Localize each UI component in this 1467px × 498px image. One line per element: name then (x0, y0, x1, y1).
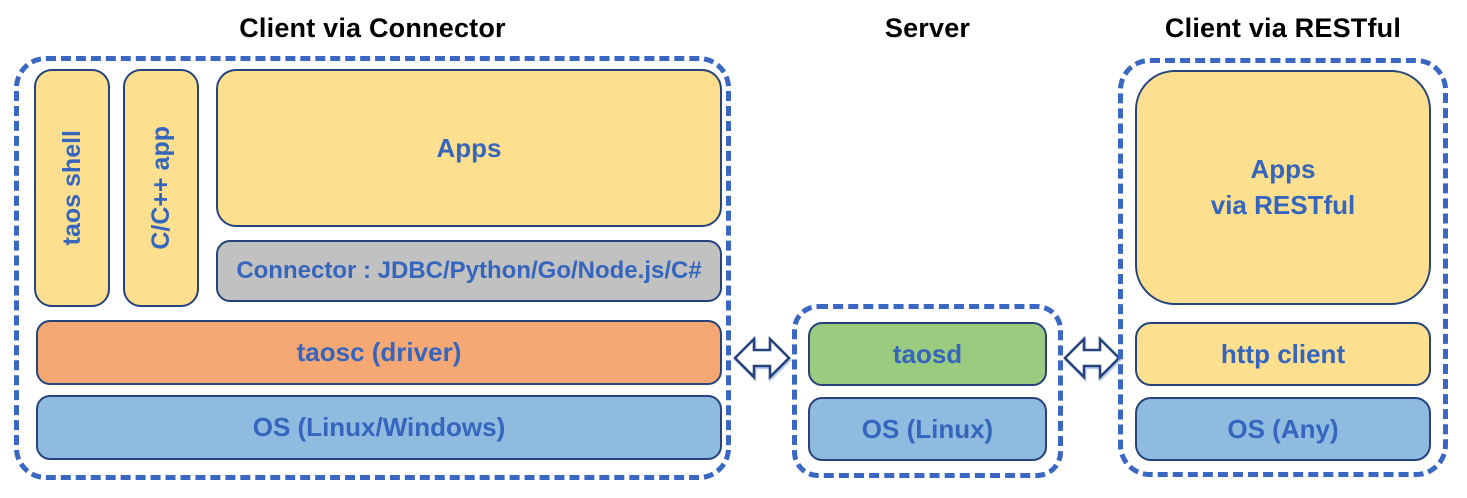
cpp-app-box: C/C++ app (123, 69, 199, 307)
connector-label: Connector : JDBC/Python/Go/Node.js/C# (236, 257, 702, 284)
os-linux-windows-label: OS (Linux/Windows) (252, 412, 506, 442)
server-group (792, 304, 1063, 478)
bidirectional-arrow-icon-left (733, 335, 791, 381)
apps-via-restful-box: Apps via RESTful (1135, 70, 1431, 305)
taosc-driver-label: taosc (driver) (296, 337, 462, 367)
taos-shell-label: taos shell (57, 130, 86, 246)
os-linux-box: OS (Linux) (808, 397, 1047, 461)
bidirectional-arrow-icon-right (1063, 335, 1121, 381)
taosd-label: taosd (892, 338, 963, 369)
os-linux-label: OS (Linux) (861, 413, 994, 444)
http-client-box: http client (1135, 322, 1431, 386)
os-any-label: OS (Any) (1227, 413, 1339, 444)
cpp-app-label: C/C++ app (146, 126, 175, 250)
taos-shell-box: taos shell (34, 69, 110, 307)
client-restful-group (1118, 58, 1448, 477)
os-any-box: OS (Any) (1135, 397, 1431, 461)
apps-via-restful-label: Apps via RESTful (1211, 152, 1355, 222)
apps-via-restful-line1: Apps (1250, 154, 1316, 185)
os-linux-windows-box: OS (Linux/Windows) (36, 395, 722, 460)
http-client-label: http client (1220, 338, 1346, 369)
taosc-driver-box: taosc (driver) (36, 320, 722, 385)
apps-box: Apps (216, 69, 722, 227)
section-title-server: Server (884, 13, 971, 43)
client-connector-group (14, 56, 731, 480)
section-title-client-connector: Client via Connector (239, 13, 506, 43)
connector-box: Connector : JDBC/Python/Go/Node.js/C# (216, 240, 722, 302)
section-title-client-restful: Client via RESTful (1164, 13, 1402, 43)
apps-via-restful-line2: via RESTful (1210, 189, 1356, 220)
apps-label: Apps (436, 132, 502, 163)
taosd-box: taosd (808, 322, 1047, 386)
